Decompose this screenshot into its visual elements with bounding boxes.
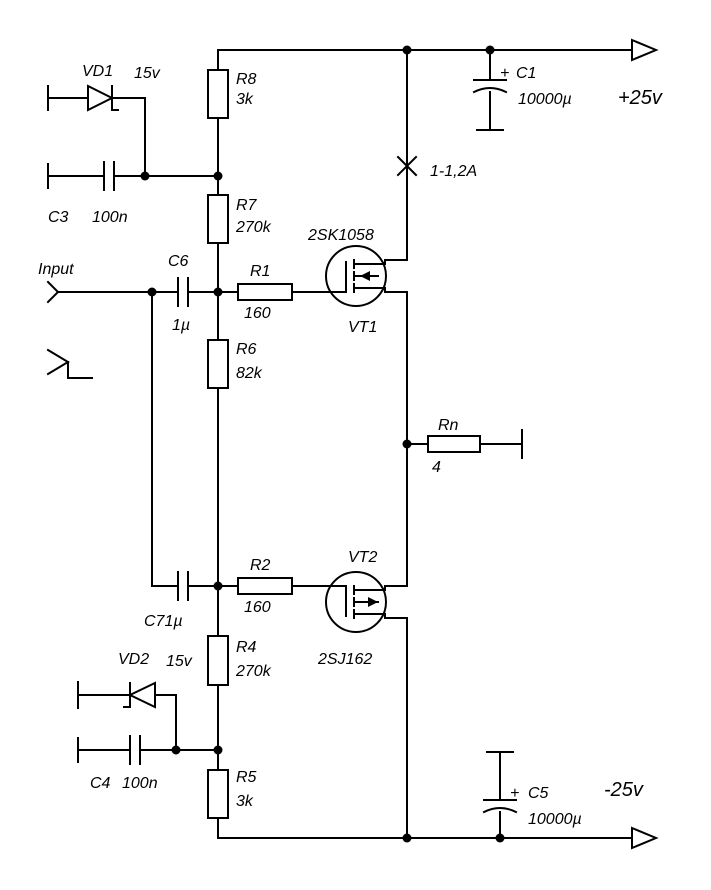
labels: VD1 15v R8 3k + C1 10000µ +25v 1-1,2A C3… [38, 63, 663, 828]
c5-plus-label: + [510, 785, 519, 802]
rn-value-label: 4 [432, 459, 441, 476]
r7-value-label: 270k [235, 219, 272, 236]
r6-body [207, 339, 229, 389]
c1-plus-label: + [500, 65, 509, 82]
r8-body [207, 69, 229, 119]
rn-body [427, 435, 481, 453]
r5-body [207, 769, 229, 819]
r6-ref-label: R6 [236, 341, 257, 358]
vt1-part-label: 2SK1058 [307, 227, 374, 244]
vt2-part-label: 2SJ162 [317, 651, 372, 668]
r6-value-label: 82k [236, 365, 263, 382]
positive-rail-arrow [631, 38, 659, 62]
r4-value-label: 270k [235, 663, 272, 680]
input-label: Input [38, 261, 74, 278]
vd1-value-label: 15v [134, 65, 161, 82]
r1-ref-label: R1 [250, 263, 270, 280]
negative-rail-arrow [631, 826, 659, 850]
output-column-wire [384, 49, 408, 839]
c1-value-label: 10000µ [518, 91, 572, 108]
r8-value-label: 3k [236, 91, 254, 108]
r5-ref-label: R5 [236, 769, 257, 786]
r2-value-label: 160 [244, 599, 271, 616]
c1-ref-label: C1 [516, 65, 536, 82]
c7-plates [177, 571, 189, 601]
r7-ref-label: R7 [236, 197, 258, 214]
input-terminal-icon [46, 280, 60, 304]
c3-ref-label: C3 [48, 209, 69, 226]
terminals [47, 85, 523, 763]
vt1-ref-label: VT1 [348, 319, 377, 336]
c6-value-label: 1µ [172, 317, 190, 334]
vd2-value-label: 15v [166, 653, 193, 670]
vd1-zener-icon [87, 84, 119, 112]
r4-body [207, 635, 229, 686]
rn-ref-label: Rn [438, 417, 459, 434]
r1-value-label: 160 [244, 305, 271, 322]
c1-symbol [472, 79, 508, 94]
junction-dots [140, 45, 505, 843]
vd1-ref-label: VD1 [82, 63, 113, 80]
r2-ref-label: R2 [250, 557, 271, 574]
wires [47, 49, 633, 839]
c6-ref-label: C6 [168, 253, 189, 270]
c5-value-label: 10000µ [528, 811, 582, 828]
c4-plates [129, 735, 141, 765]
r4-ref-label: R4 [236, 639, 257, 656]
current-mark-icon [396, 155, 418, 177]
r7-body [207, 194, 229, 244]
c7-label: C71µ [144, 613, 183, 630]
current-mark-label: 1-1,2A [430, 163, 477, 180]
r1-body [237, 283, 293, 301]
r8-ref-label: R8 [236, 71, 257, 88]
positive-rail-label: +25v [618, 87, 663, 109]
c6-plates [177, 277, 189, 307]
negative-rail-label: -25v [604, 779, 644, 801]
vd2-zener-icon [123, 681, 156, 709]
c3-value-label: 100n [92, 209, 128, 226]
c3-network-wire [47, 97, 219, 177]
r5-value-label: 3k [236, 793, 254, 810]
c4-value-label: 100n [122, 775, 158, 792]
r2-body [237, 577, 293, 595]
input-ground-icon [46, 348, 93, 379]
c5-symbol [482, 799, 518, 814]
vt1-mosfet-icon [325, 245, 387, 307]
coupling-side-wire [151, 291, 327, 587]
vd2-ref-label: VD2 [118, 651, 149, 668]
c3-plates [103, 161, 115, 191]
vt2-ref-label: VT2 [348, 549, 377, 566]
vt2-mosfet-icon [325, 571, 387, 633]
c5-ref-label: C5 [528, 785, 549, 802]
c4-ref-label: C4 [90, 775, 111, 792]
